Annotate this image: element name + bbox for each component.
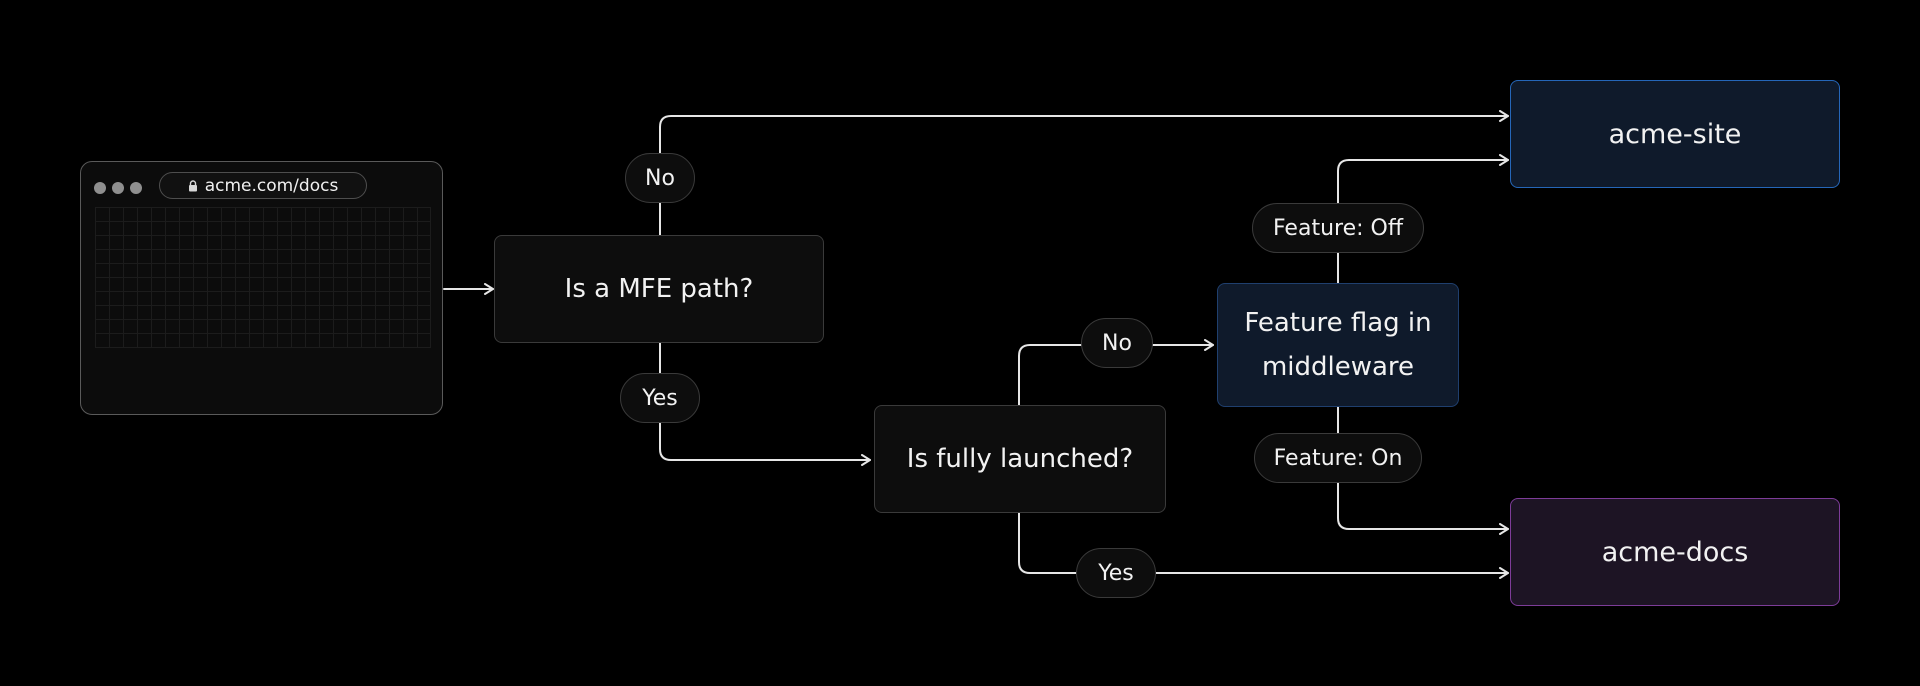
lock-icon <box>188 179 197 191</box>
edge-launched-yes-to-docs <box>1018 511 1509 579</box>
edge-label-mfe-yes: Yes <box>620 373 700 423</box>
edge-label-mfe-no-text: No <box>645 165 675 191</box>
address-bar: acme.com/docs <box>159 172 367 199</box>
feature-flag-middleware-label-line1: Feature flag in <box>1244 308 1432 338</box>
address-url: acme.com/docs <box>204 175 339 196</box>
edge-feature-off-to-site <box>1337 154 1509 285</box>
edge-label-mfe-no: No <box>625 153 695 203</box>
edge-label-launched-no-text: No <box>1102 330 1132 356</box>
edge-label-feature-on: Feature: On <box>1254 433 1422 483</box>
window-controls <box>94 182 142 194</box>
page-grid-placeholder <box>95 207 431 348</box>
feature-flag-middleware-label-line2: middleware <box>1261 352 1415 382</box>
edge-label-mfe-yes-text: Yes <box>642 385 678 411</box>
edge-label-feature-off-text: Feature: Off <box>1272 215 1403 241</box>
mfe-path-decision-label: Is a MFE path? <box>564 274 754 304</box>
edge-label-launched-yes-text: Yes <box>1098 560 1134 586</box>
fully-launched-decision-label: Is fully launched? <box>906 444 1134 474</box>
mfe-path-decision: Is a MFE path? <box>494 235 824 343</box>
acme-site-node: acme-site <box>1510 80 1840 188</box>
edge-feature-on-to-docs <box>1337 405 1509 535</box>
feature-flag-middleware-node: Feature flag in middleware <box>1217 283 1459 407</box>
acme-docs-node: acme-docs <box>1510 498 1840 606</box>
window-dot-minimize <box>112 182 124 194</box>
edge-launched-no-to-middleware <box>1018 339 1214 406</box>
edge-label-launched-yes: Yes <box>1076 548 1156 598</box>
edge-label-launched-no: No <box>1081 318 1153 368</box>
window-dot-close <box>94 182 106 194</box>
edge-label-feature-off: Feature: Off <box>1252 203 1424 253</box>
edge-mfe-no-to-site <box>659 110 1509 237</box>
acme-site-label: acme-site <box>1608 118 1742 150</box>
fully-launched-decision: Is fully launched? <box>874 405 1166 513</box>
acme-docs-label: acme-docs <box>1601 536 1749 568</box>
edge-label-feature-on-text: Feature: On <box>1273 445 1403 471</box>
window-dot-maximize <box>130 182 142 194</box>
edge-mfe-yes-to-launched <box>659 341 871 466</box>
browser-window: acme.com/docs <box>80 161 443 415</box>
